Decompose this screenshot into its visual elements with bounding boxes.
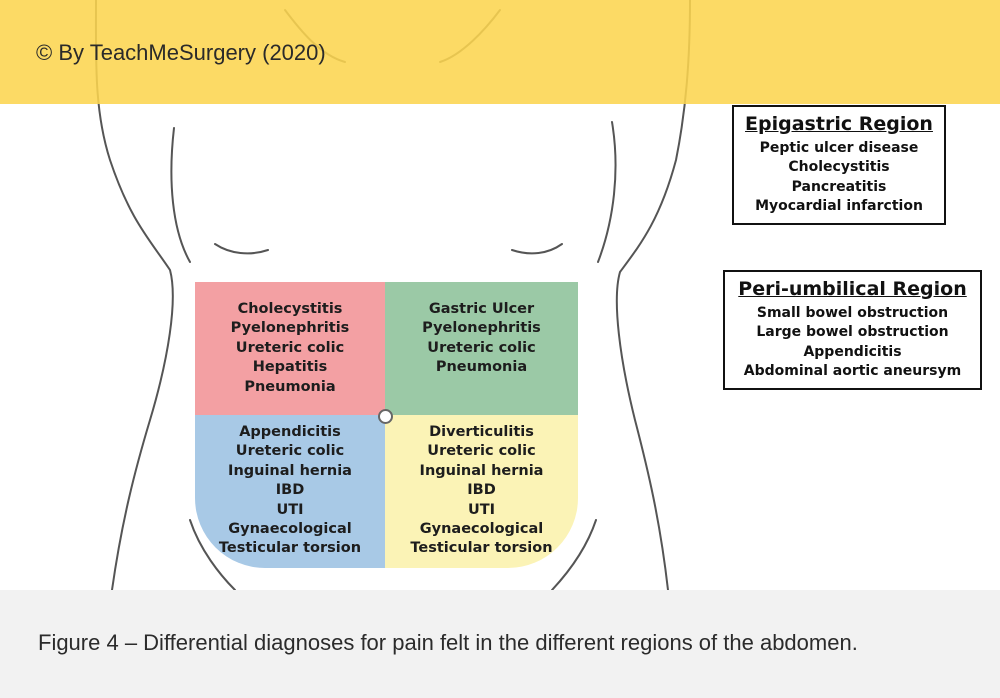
region-title: Epigastric Region bbox=[745, 113, 933, 135]
condition-item: Testicular torsion bbox=[218, 540, 362, 557]
copyright-text: © By TeachMeSurgery (2020) bbox=[36, 40, 326, 65]
condition-item: Pneumonia bbox=[244, 378, 336, 395]
condition-item: Ureteric colic bbox=[235, 443, 345, 460]
right-lower-quadrant: Appendicitis Ureteric colic Inguinal her… bbox=[195, 415, 385, 568]
condition-item: Ureteric colic bbox=[427, 443, 536, 460]
condition-item: Hepatitis bbox=[252, 359, 328, 376]
condition-item: UTI bbox=[276, 501, 304, 518]
torso-outline-illustration bbox=[94, 0, 691, 590]
condition-item: Abdominal aortic aneursym bbox=[743, 363, 962, 380]
umbilicus-marker bbox=[378, 409, 393, 424]
region-title: Peri-umbilical Region bbox=[738, 278, 967, 300]
condition-item: Gastric Ulcer bbox=[428, 301, 535, 317]
condition-item: Appendicitis bbox=[239, 424, 341, 440]
caption-bar bbox=[0, 590, 1000, 698]
right-upper-quadrant: Cholecystitis Pyelonephritis Ureteric co… bbox=[195, 282, 385, 415]
condition-item: Cholecystitis bbox=[788, 159, 890, 176]
epigastric-region-box: Epigastric Region Peptic ulcer disease C… bbox=[732, 105, 946, 225]
condition-item: Inguinal hernia bbox=[419, 462, 544, 479]
abdomen-figure: Cholecystitis Pyelonephritis Ureteric co… bbox=[0, 0, 1000, 590]
condition-item: Diverticulitis bbox=[429, 424, 534, 440]
condition-item: Inguinal hernia bbox=[228, 462, 352, 479]
condition-item: Large bowel obstruction bbox=[756, 324, 949, 341]
condition-item: IBD bbox=[275, 482, 305, 499]
copyright-banner: © By TeachMeSurgery (2020) bbox=[0, 0, 1000, 104]
condition-item: Peptic ulcer disease bbox=[759, 140, 919, 156]
condition-item: Small bowel obstruction bbox=[756, 305, 949, 321]
condition-item: Gynaecological bbox=[419, 521, 544, 538]
condition-item: Pyelonephritis bbox=[422, 320, 541, 337]
left-lower-quadrant: Diverticulitis Ureteric colic Inguinal h… bbox=[385, 415, 578, 568]
condition-item: Ureteric colic bbox=[427, 339, 536, 356]
condition-item: UTI bbox=[467, 501, 496, 518]
left-upper-quadrant: Gastric Ulcer Pyelonephritis Ureteric co… bbox=[385, 282, 578, 415]
periumbilical-region-box: Peri-umbilical Region Small bowel obstru… bbox=[723, 270, 982, 390]
condition-item: Gynaecological bbox=[228, 521, 352, 538]
condition-item: IBD bbox=[467, 482, 496, 499]
condition-item: Pancreatitis bbox=[791, 178, 887, 195]
condition-item: Cholecystitis bbox=[237, 301, 343, 317]
condition-item: Pyelonephritis bbox=[230, 320, 350, 337]
condition-item: Myocardial infarction bbox=[755, 198, 923, 215]
figure-caption: Figure 4 – Differential diagnoses for pa… bbox=[38, 630, 858, 655]
condition-item: Testicular torsion bbox=[410, 540, 553, 557]
condition-item: Appendicitis bbox=[803, 343, 902, 360]
condition-item: Pneumonia bbox=[435, 359, 528, 376]
condition-item: Ureteric colic bbox=[235, 339, 345, 356]
